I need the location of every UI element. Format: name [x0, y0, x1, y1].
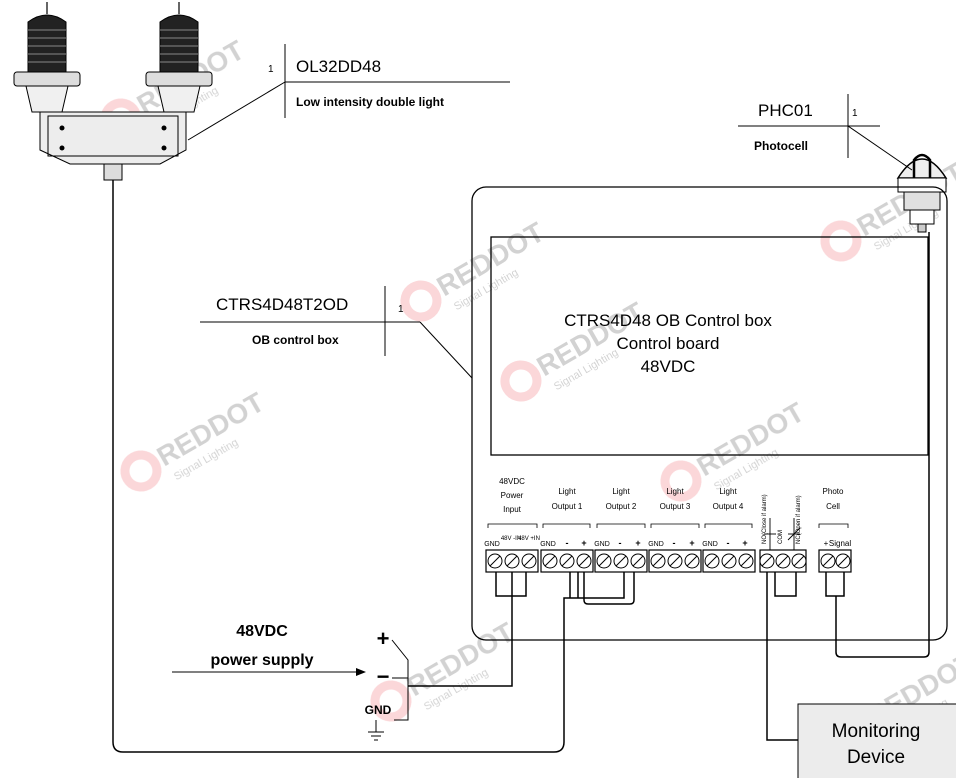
terminal-group-label: 48VDC — [499, 477, 525, 486]
terminal-group-label: Cell — [826, 502, 840, 511]
terminal-label: GND — [702, 541, 718, 548]
terminal-label: - — [727, 538, 730, 548]
terminal-label: - — [566, 538, 569, 548]
watermark-logo: REDDOT Signal Lighting — [369, 616, 527, 734]
double-light-icon — [14, 2, 212, 180]
terminal-group-label: Output 4 — [713, 502, 744, 511]
terminal-label: GND — [594, 541, 610, 548]
power-minus: − — [377, 664, 390, 689]
terminal-label: - — [619, 538, 622, 548]
terminal-blocks — [486, 550, 851, 572]
control-box-description: OB control box — [252, 333, 339, 347]
terminal-label: GND — [484, 541, 500, 548]
control-box-qty: 1 — [398, 304, 404, 315]
control-box-callout: CTRS4D48T2OD 1 OB control box — [200, 286, 472, 378]
terminal-group-label: Light — [666, 487, 684, 496]
power-plus: + — [377, 626, 390, 651]
terminal-label: Signal — [829, 539, 851, 548]
terminal-group-label: Power — [501, 491, 524, 500]
terminal-group-label: Input — [503, 505, 522, 514]
terminal-label: + — [635, 538, 640, 548]
terminal-label: 48V +IN — [518, 536, 540, 542]
photocell-description: Photocell — [754, 139, 808, 153]
terminal-group-label: Output 2 — [606, 502, 637, 511]
terminal-group-label: Output 1 — [552, 502, 583, 511]
power-supply-label1: 48VDC — [236, 623, 288, 640]
terminal-label: + — [581, 538, 586, 548]
control-box-title-line1: CTRS4D48 OB Control box — [564, 311, 772, 330]
terminal-label: + — [689, 538, 694, 548]
terminal-group-label: Light — [719, 487, 737, 496]
terminal-label: GND — [648, 541, 664, 548]
terminal-label: GND — [540, 541, 556, 548]
monitoring-line1: Monitoring — [832, 721, 921, 742]
terminal-group-label: Light — [558, 487, 576, 496]
control-box-title-line3: 48VDC — [641, 357, 696, 376]
photocell-callout: PHC01 1 Photocell — [738, 94, 912, 170]
light-fixture-description: Low intensity double light — [296, 95, 444, 109]
ground-icon — [368, 720, 384, 740]
watermark-logo: REDDOT Signal Lighting — [119, 386, 277, 504]
terminal-group-label: Photo — [823, 487, 844, 496]
photocell-qty: 1 — [852, 108, 858, 119]
monitoring-device: Monitoring Device — [798, 704, 956, 778]
light-fixture-qty: 1 — [268, 64, 274, 75]
relay-com-label: COM — [778, 530, 784, 544]
terminal-labels: 48VDC Power Input Light Output 1 Light O… — [499, 477, 844, 514]
watermark-logo: REDDOT Signal Lighting — [399, 216, 557, 334]
light-fixture-code: OL32DD48 — [296, 57, 381, 76]
photocell-cable — [836, 232, 929, 657]
photocell-code: PHC01 — [758, 101, 813, 120]
power-gnd: GND — [365, 703, 392, 717]
alarm-wire — [767, 572, 800, 740]
terminal-group-label: Output 3 — [660, 502, 691, 511]
relay-no-label: NO(Close if alarm) — [762, 494, 768, 544]
terminal-label: + — [742, 538, 747, 548]
alarm-relay: NO(Close if alarm) COM NC(Open if alarm) — [762, 494, 802, 550]
power-supply-label2: power supply — [210, 652, 313, 669]
terminal-group-label: Light — [612, 487, 630, 496]
control-box-code: CTRS4D48T2OD — [216, 295, 348, 314]
power-supply: 48VDC power supply + − GND — [172, 623, 408, 740]
terminal-label: - — [673, 538, 676, 548]
relay-nc-label: NC(Open if alarm) — [796, 495, 802, 544]
monitoring-line2: Device — [847, 747, 905, 768]
control-box-title-line2: Control board — [616, 334, 719, 353]
